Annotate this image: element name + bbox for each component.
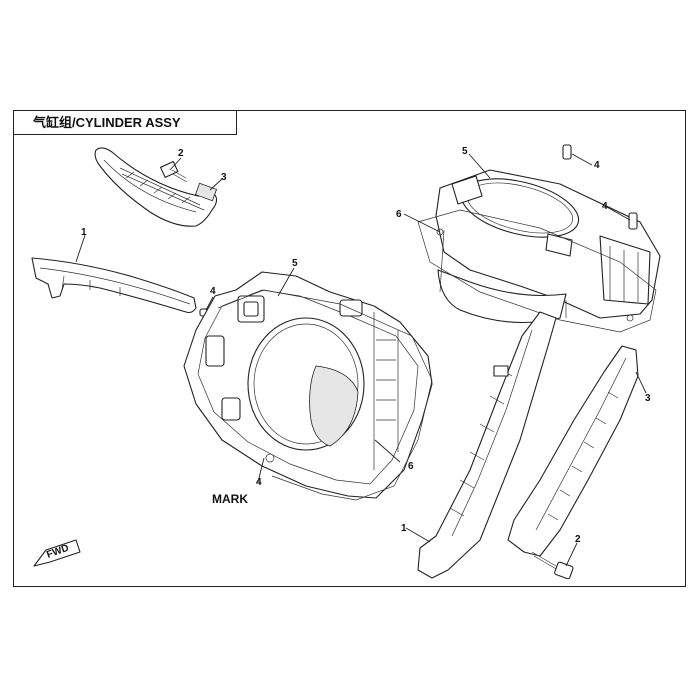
callout-4-right-top: 4	[594, 160, 600, 171]
cylinder-block-perspective	[435, 169, 661, 324]
callout-3-right: 3	[645, 393, 651, 404]
cylinder-block-front	[183, 271, 433, 499]
cylinder-gasket-perspective	[417, 209, 657, 333]
callout-4-right-side: 4	[602, 201, 608, 212]
mark-label: MARK	[212, 492, 248, 506]
right-chain-guide	[417, 311, 557, 579]
dowel-pin-right-side	[628, 212, 638, 230]
callout-4-left: 4	[210, 286, 216, 297]
dowel-pin-right-top	[562, 144, 572, 160]
upper-chain-tensioner-guide	[94, 147, 218, 227]
callout-1-left: 1	[81, 227, 87, 238]
right-tensioner-guide	[507, 345, 639, 557]
drawing-frame	[13, 110, 686, 587]
callout-5-perspective: 5	[462, 146, 468, 157]
callout-2-upper: 2	[178, 148, 184, 159]
right-tensioner-bolt	[531, 551, 574, 580]
callout-labels: 2 3 1 4 5 6 4 5 6 4 4 3 1 2 MARK	[81, 146, 651, 545]
diagram-title: 气缸组/CYLINDER ASSY	[13, 110, 237, 135]
leader-lines	[75, 153, 647, 567]
callout-6-front: 6	[408, 461, 414, 472]
forward-direction-arrow: FWD	[33, 539, 81, 567]
callout-2-right: 2	[575, 534, 581, 545]
left-chain-guide	[31, 257, 197, 314]
cylinder-gasket-front	[217, 289, 433, 501]
upper-tensioner-bolt	[159, 160, 188, 183]
callout-5-front: 5	[292, 258, 298, 269]
callout-3-upper: 3	[221, 172, 227, 183]
callout-4-mark: 4	[256, 477, 262, 488]
callout-6-perspective: 6	[396, 209, 402, 220]
callout-1-right: 1	[401, 523, 407, 534]
